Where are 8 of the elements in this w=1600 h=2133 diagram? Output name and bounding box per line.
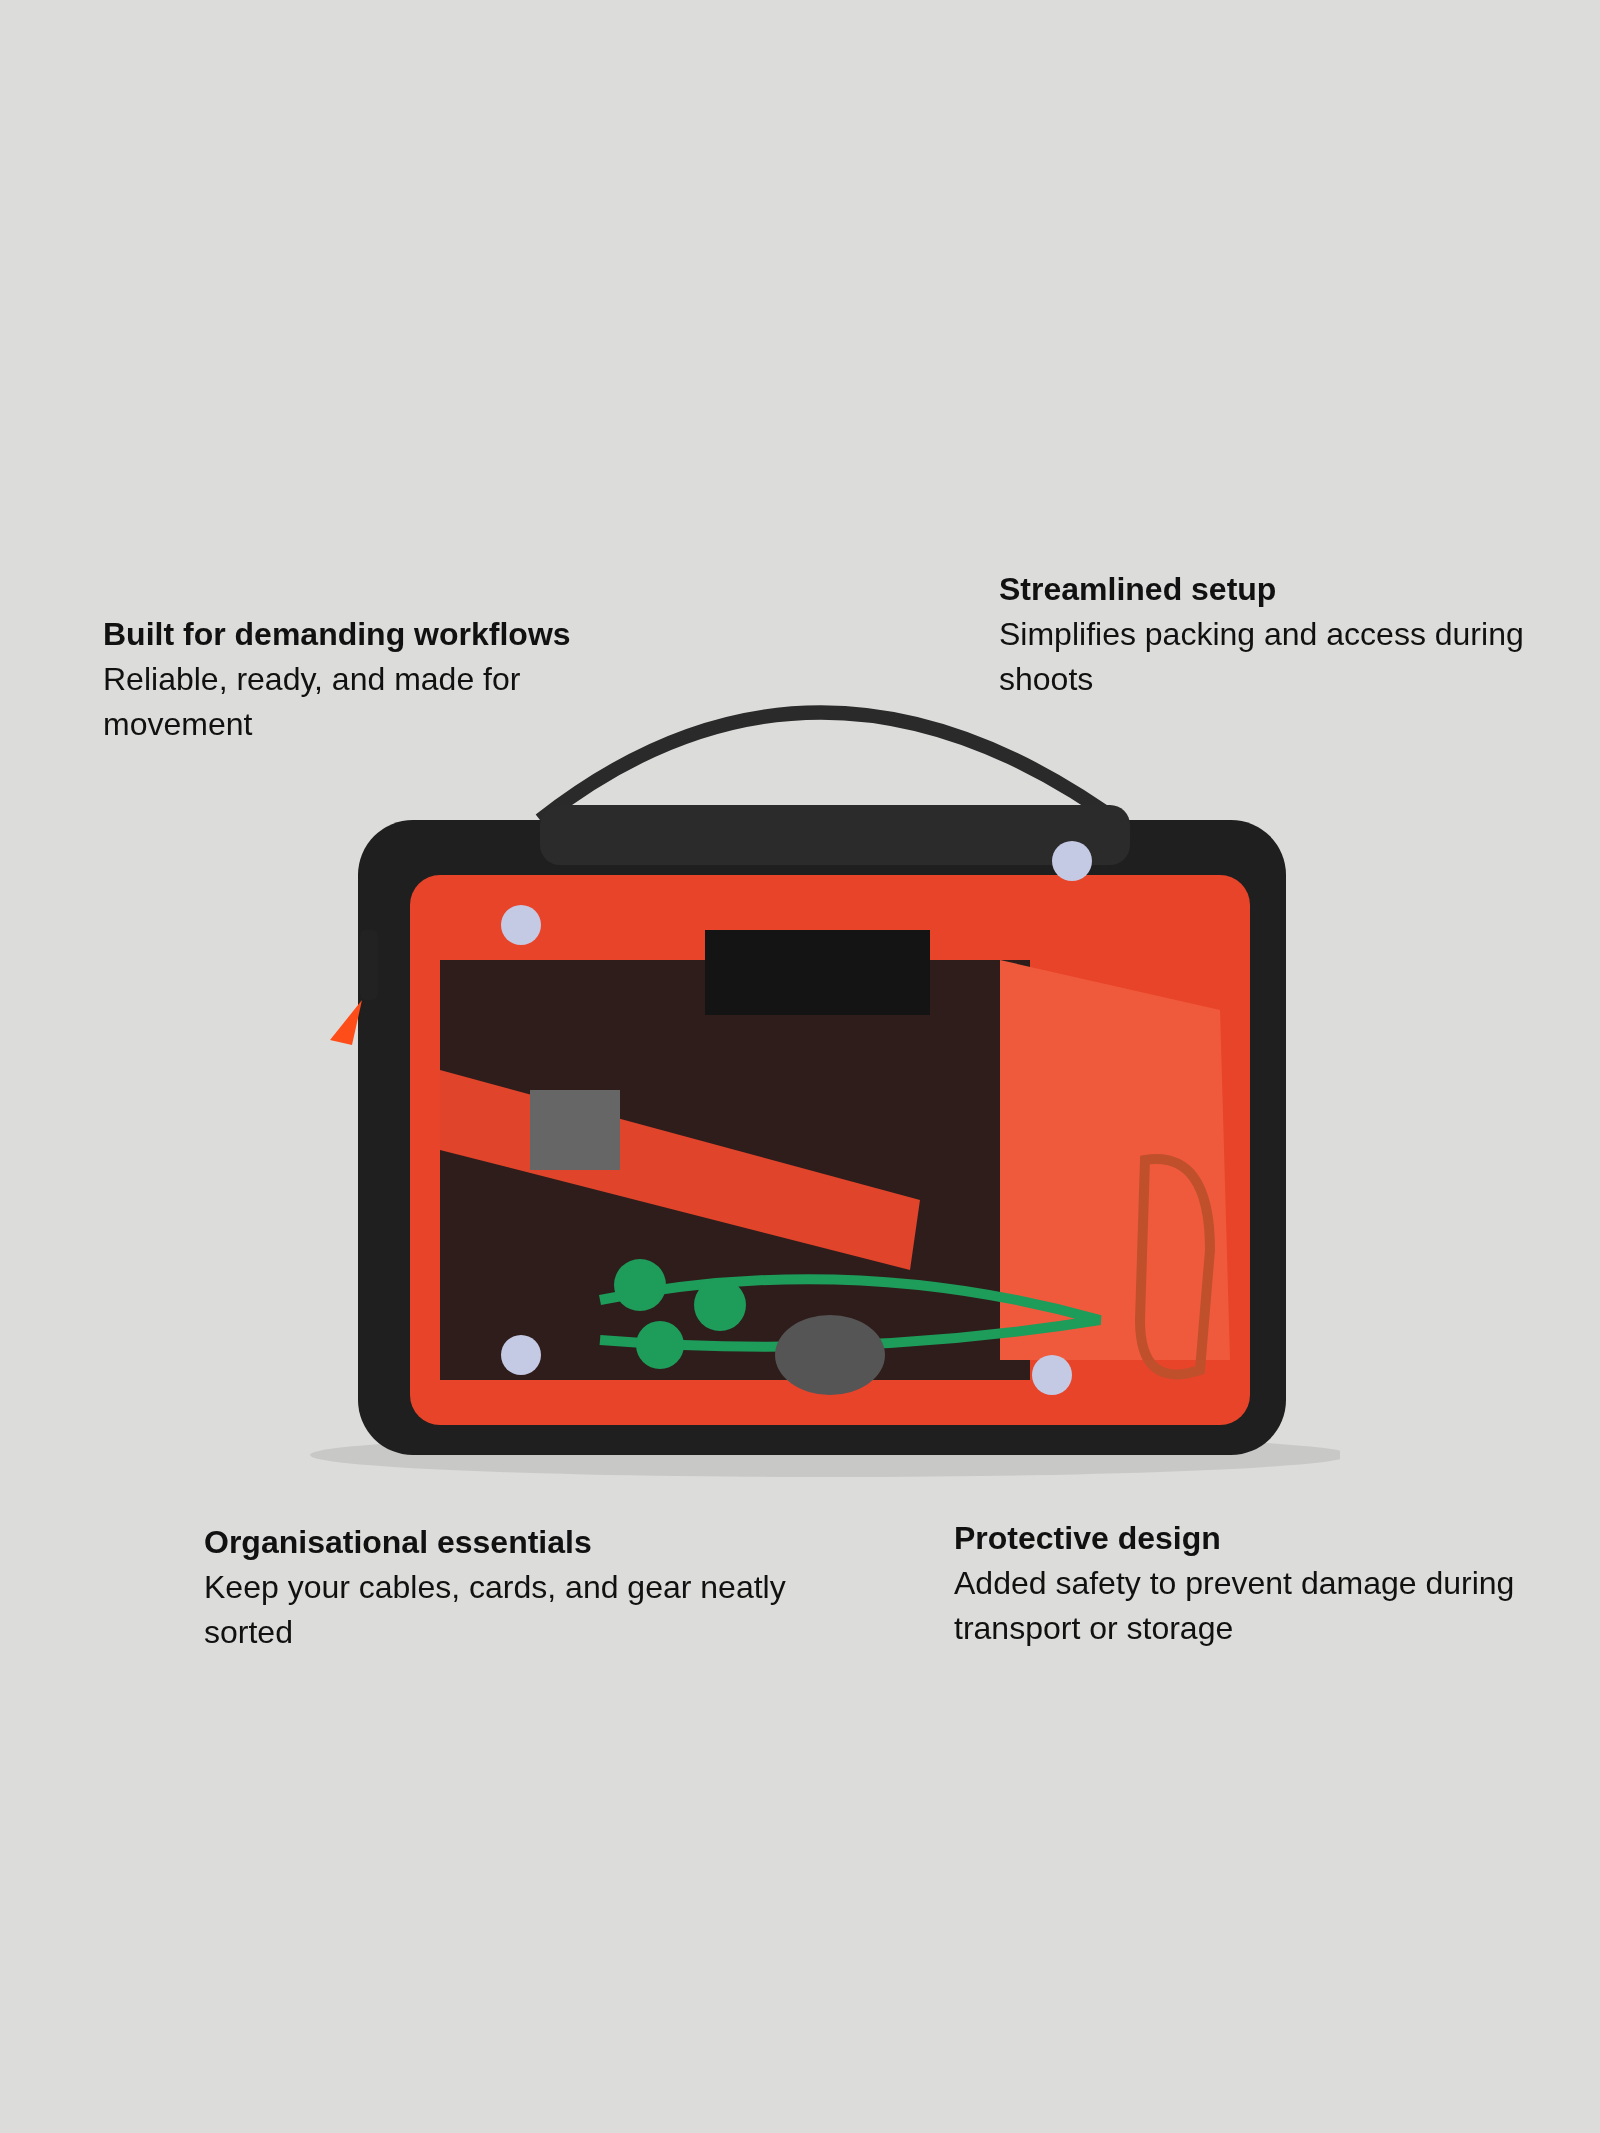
feature-description: Reliable, ready, and made for movement [103,660,522,744]
feature-heading: Organisational essentials [204,1523,593,1562]
feature-description: Keep your cables, cards, and gear neatly sorted [204,1568,787,1652]
feature-description: Added safety to prevent damage during transport or storage [954,1564,1516,1648]
feature-heading: Protective design [954,1519,1222,1558]
feature-description: Simplifies packing and access during shoots [999,615,1525,699]
feature-heading: Built for demanding workflows [103,615,572,654]
feature-heading: Streamlined setup [999,570,1278,609]
